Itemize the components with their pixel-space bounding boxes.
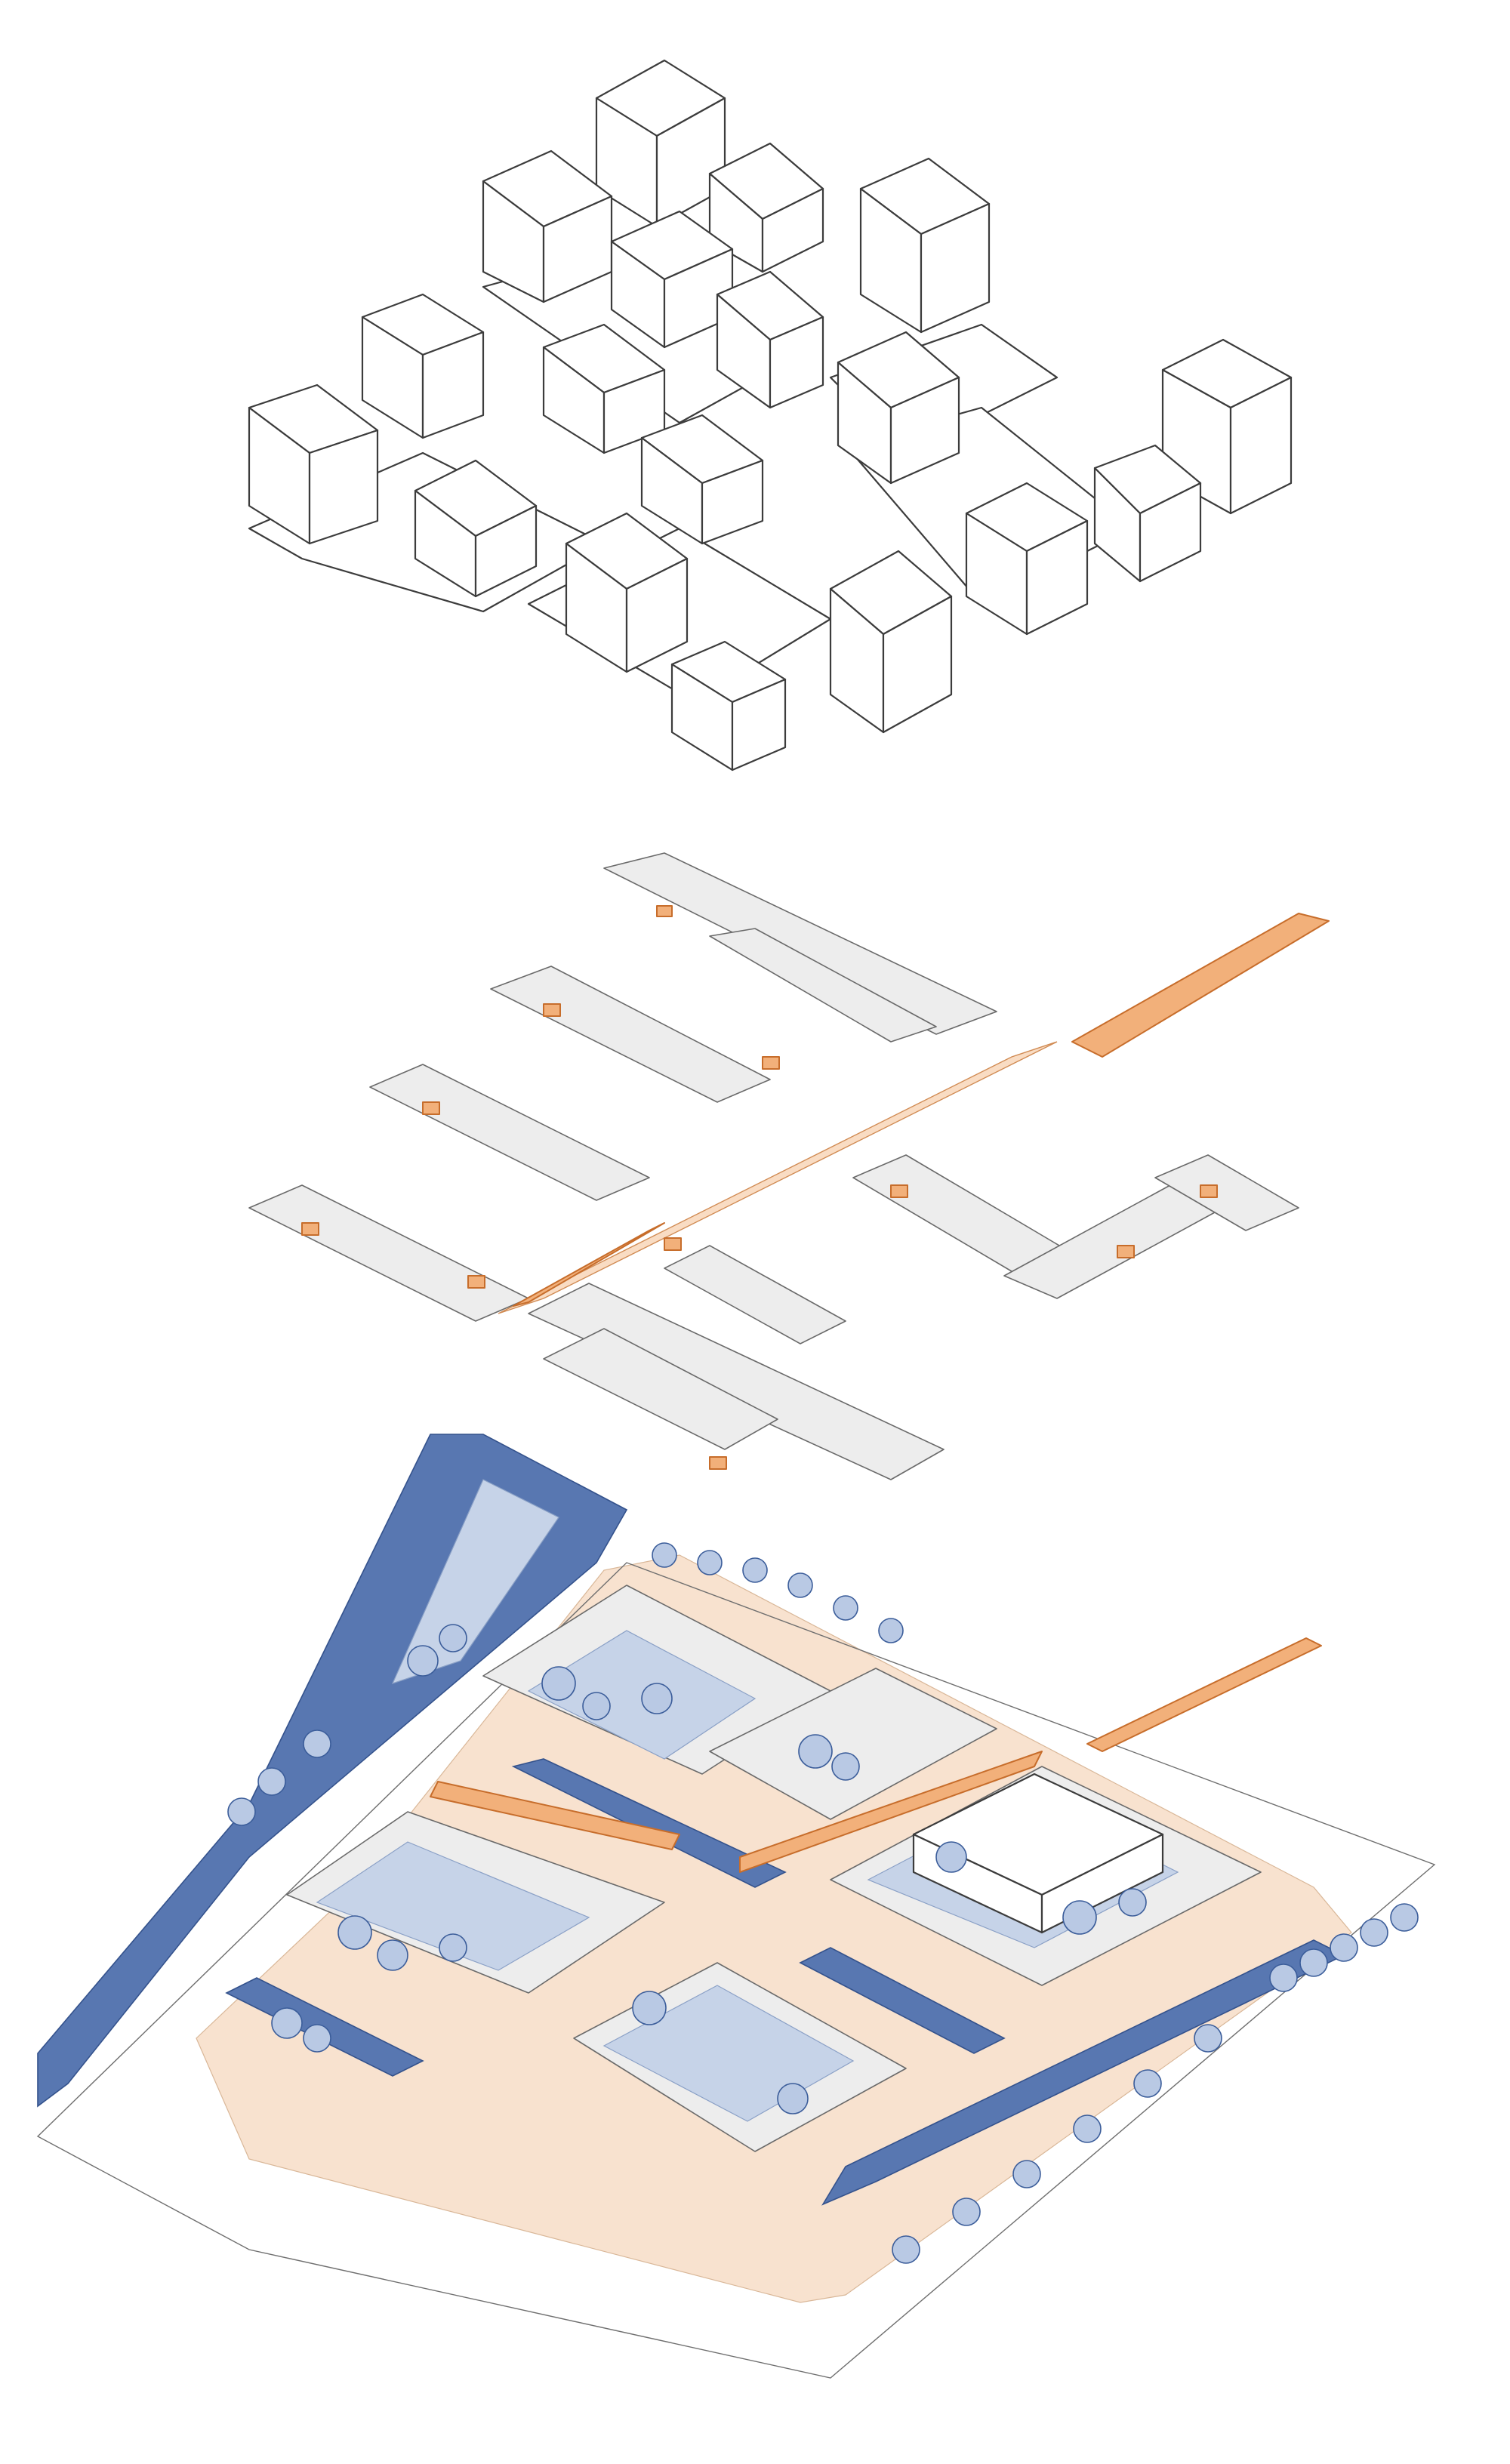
tower-block-18: [1093, 444, 1202, 583]
tower-block-17: [965, 482, 1089, 636]
plan-wing-east: [852, 1154, 1299, 1299]
courtyard-c: [316, 1841, 590, 1971]
tower-block-15: [829, 550, 953, 734]
channel-1: [511, 1758, 787, 1888]
tower-block-16: [670, 640, 787, 772]
tower-block-4: [859, 157, 991, 334]
tower-block-13: [640, 414, 764, 545]
plan-wing-center: [528, 1245, 945, 1480]
tower-block-11: [248, 383, 379, 545]
tower-block-8: [542, 323, 666, 454]
channel-4: [821, 1939, 1345, 2206]
plan-wing-north: [603, 852, 997, 1043]
massing-layer: [248, 59, 1293, 772]
site-paving: [196, 1554, 1352, 2303]
site-walkway-1: [430, 1781, 680, 1850]
footprint-block-b: [709, 1668, 997, 1820]
tower-block-12: [414, 459, 538, 598]
site-bridge: [1086, 1637, 1322, 1752]
plan-highlight-rooms: [301, 905, 1218, 1470]
trees: [227, 1542, 1419, 2264]
tower-block-2: [482, 149, 613, 303]
site-layer: [36, 1434, 1436, 2379]
tower-block-1: [595, 59, 726, 228]
channel-2: [799, 1947, 1006, 2054]
plan-wing-west-lower: [248, 1184, 529, 1322]
plan-connector-bridge: [498, 913, 1330, 1314]
plan-wing-west-upper: [490, 966, 771, 1103]
tower-block-6: [716, 270, 824, 409]
canal-inner-band: [391, 1479, 559, 1684]
plan-wing-west-mid: [369, 1064, 650, 1201]
site-walkway-2: [739, 1751, 1043, 1873]
tower-block-14: [565, 512, 689, 673]
tower-block-7: [361, 293, 485, 439]
tower-block-9: [837, 331, 960, 485]
floorplan-layer: [248, 852, 1330, 1480]
